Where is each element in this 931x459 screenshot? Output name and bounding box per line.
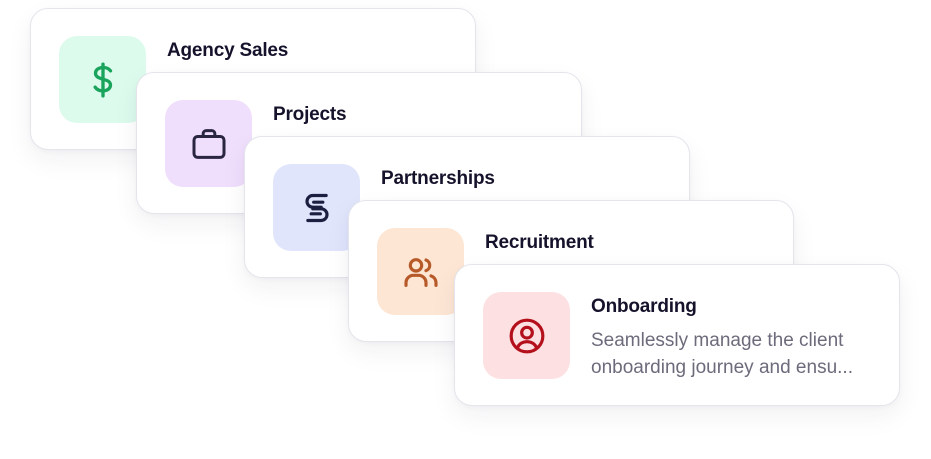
users-icon: [403, 257, 438, 287]
handshake-icon: [304, 193, 329, 222]
briefcase-icon: [192, 128, 225, 159]
card-title: Recruitment: [485, 232, 594, 253]
icon-tile-partnerships: [273, 164, 360, 251]
card-onboarding[interactable]: Onboarding Seamlessly manage the client …: [454, 264, 900, 406]
user-circle-icon: [509, 318, 544, 353]
dollar-icon: [93, 62, 112, 98]
card-description: Seamlessly manage the client onboarding …: [591, 330, 853, 378]
icon-tile-onboarding: [483, 292, 570, 379]
card-title: Agency Sales: [167, 40, 289, 61]
icon-tile-recruitment: [377, 228, 464, 315]
icon-tile-agency-sales: [59, 36, 146, 123]
card-title: Onboarding: [591, 296, 697, 317]
card-title: Partnerships: [381, 168, 495, 189]
card-title: Projects: [273, 104, 347, 125]
icon-tile-projects: [165, 100, 252, 187]
